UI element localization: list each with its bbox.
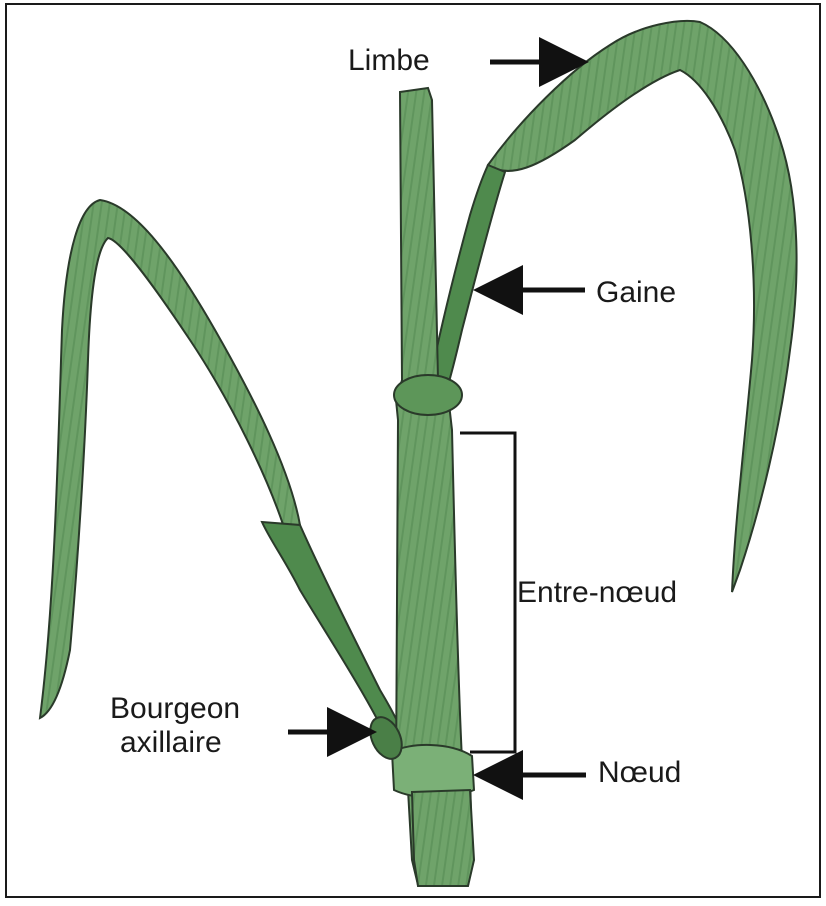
label-bourgeon-line1: Bourgeon [110, 692, 240, 725]
left-leaf-blade [40, 200, 300, 718]
bracket-entre-noeud [460, 433, 515, 752]
label-gaine: Gaine [596, 276, 676, 309]
lower-stem [412, 790, 474, 886]
upper-node [394, 375, 462, 415]
label-limbe: Limbe [348, 44, 430, 77]
label-entre-noeud: Entre-nœud [517, 576, 677, 609]
label-noeud: Nœud [598, 756, 681, 789]
label-bourgeon-line2: axillaire [120, 726, 222, 759]
right-leaf-sheath [428, 165, 505, 395]
